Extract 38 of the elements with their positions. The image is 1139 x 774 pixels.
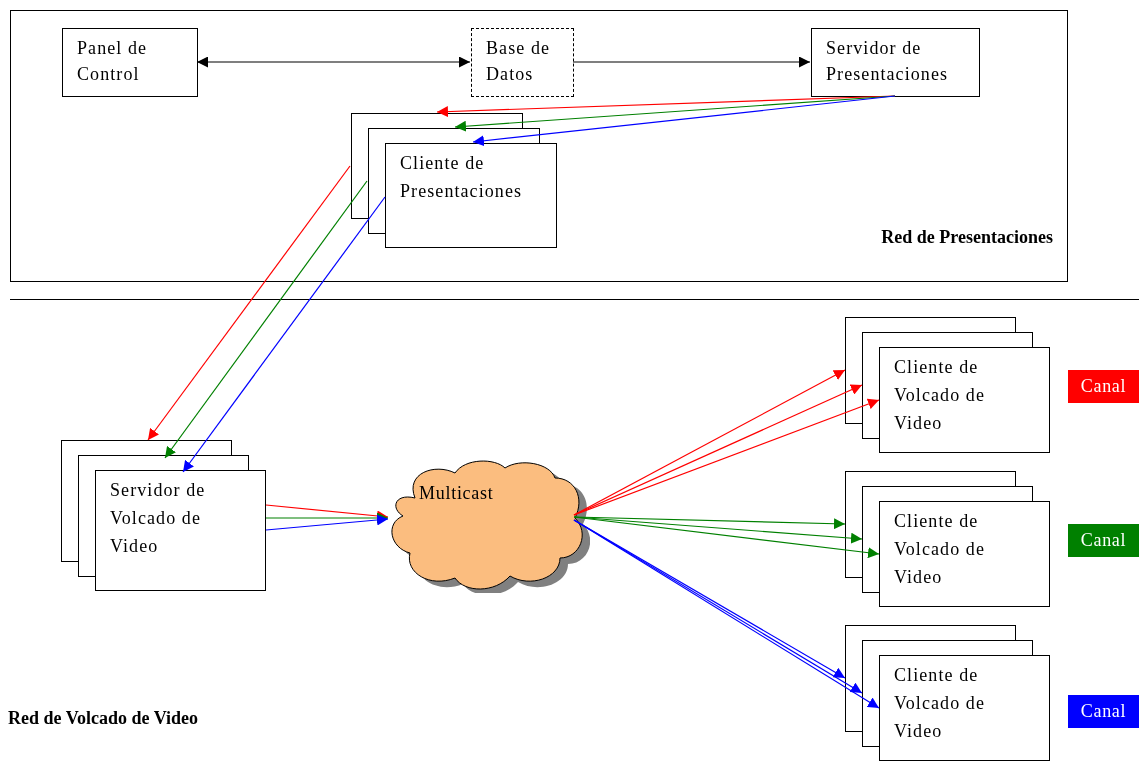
stacked-boxes (61, 440, 266, 591)
stacked-boxes (845, 625, 1050, 761)
node-label: Multicast (419, 482, 494, 505)
process-box (62, 28, 198, 97)
stacked-boxes (351, 113, 557, 248)
node-label: Cliente de Volcado de Video (894, 356, 986, 435)
process-box (811, 28, 980, 97)
channel-tag (1068, 370, 1139, 403)
arrow (196, 56, 471, 68)
arrow (147, 165, 351, 441)
node-label: Cliente de Volcado de Video (894, 664, 986, 743)
arrow (573, 398, 880, 516)
arrow (182, 196, 386, 473)
node-label: Panel de Control (77, 37, 149, 86)
arrow (164, 180, 368, 459)
channel-tag (1068, 524, 1139, 557)
stacked-boxes (845, 317, 1050, 453)
arrow (573, 516, 880, 559)
node-label: Cliente de Volcado de Video (894, 510, 986, 589)
database-box (471, 28, 574, 97)
channel-tag (1068, 695, 1139, 728)
node-label: Canal (1080, 375, 1127, 398)
network-region (10, 10, 1068, 282)
arrow (436, 95, 896, 118)
arrow (573, 516, 846, 530)
node-label: Canal (1080, 700, 1127, 723)
node-label: Servidor de Volcado de Video (110, 479, 207, 558)
arrow (265, 514, 389, 531)
region-title: Red de Volcado de Video (8, 707, 199, 730)
node-label: Servidor de Presentaciones (826, 37, 950, 86)
arrow (472, 95, 896, 147)
arrow (572, 56, 811, 68)
arrow (454, 95, 896, 132)
stacked-boxes (845, 471, 1050, 607)
node-label: Cliente de Presentaciones (400, 152, 524, 203)
node-label: Base de Datos (486, 37, 552, 86)
region-title: Red de Presentaciones (881, 226, 1053, 249)
node-label: Canal (1080, 529, 1127, 552)
